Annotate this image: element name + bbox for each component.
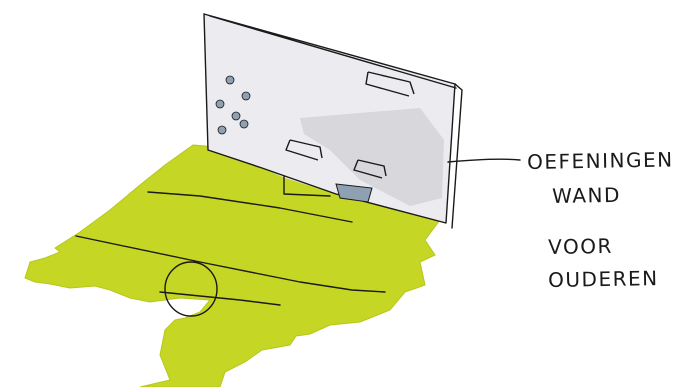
hold-knob-6 xyxy=(218,126,226,134)
hold-knob-4 xyxy=(232,112,240,120)
caption-line-3: VOOR xyxy=(548,236,613,257)
caption-line-4: OUDEREN xyxy=(548,268,659,290)
hold-knob-2 xyxy=(242,92,250,100)
hold-knob-5 xyxy=(240,120,248,128)
hold-knob-1 xyxy=(226,76,234,84)
caption-line-1: OEFENINGEN xyxy=(527,149,674,172)
caption-line-2: WAND xyxy=(552,185,621,206)
hold-knob-3 xyxy=(216,100,224,108)
caption-leader-line xyxy=(448,159,520,162)
